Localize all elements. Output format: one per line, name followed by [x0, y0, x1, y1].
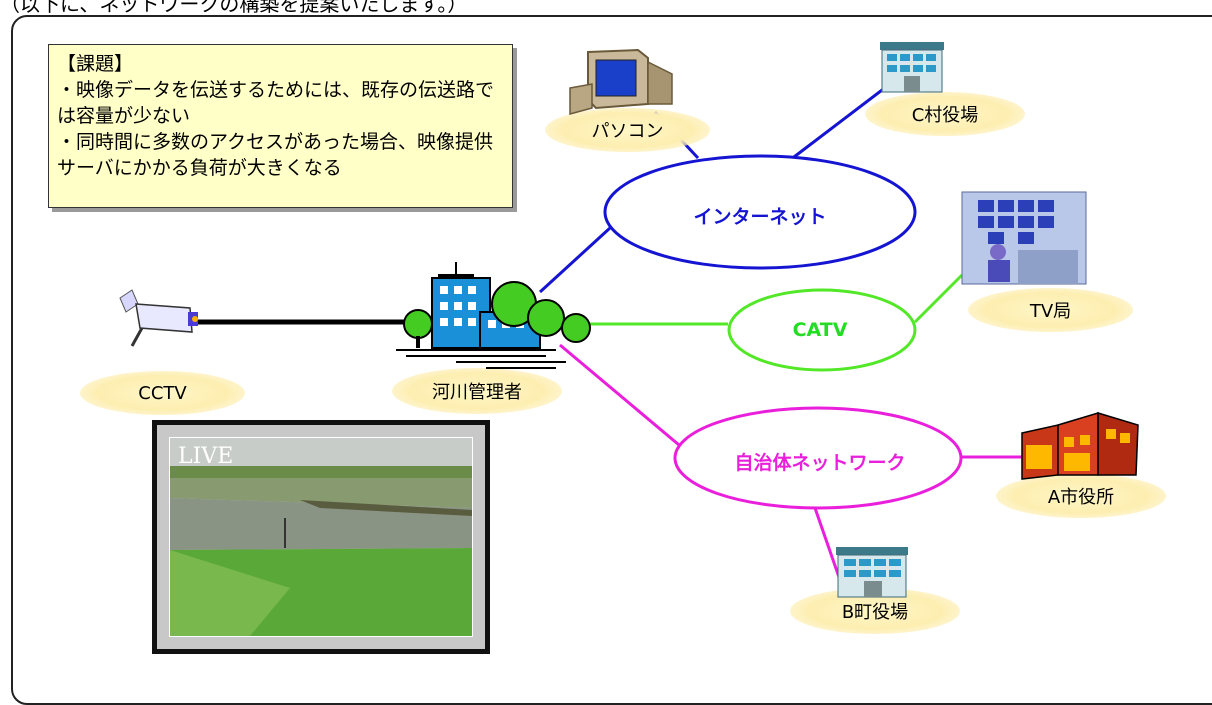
internet-label: インターネット: [693, 206, 827, 228]
internet-admin-link: [538, 226, 612, 294]
issue-line-1: ・映像データを伝送するためには、既存の伝送路では容量が少ない: [57, 79, 495, 127]
issue-line-2: ・同時間に多数のアクセスがあった場合、映像提供サーバにかかる負荷が大きくなる: [57, 131, 494, 179]
internet-cvillage-link: [789, 82, 891, 162]
internet-oval: [603, 154, 917, 270]
catv-label: CATV: [792, 319, 848, 341]
municipal-oval: [673, 406, 963, 510]
catv-tv-link: [913, 273, 964, 324]
municipal-admin-link: [559, 343, 686, 452]
b-town-building-icon: [836, 547, 908, 598]
pc-label: パソコン: [545, 108, 710, 152]
cctv-camera-icon: [119, 289, 198, 347]
tv-station-icon: [961, 191, 1087, 285]
c-village-label: C村役場: [865, 92, 1025, 136]
network-lines: [195, 82, 1025, 581]
river-scene: [170, 438, 472, 636]
municipal-btown-link: [813, 507, 842, 581]
top-caption: （以下に、ネットワークの構築を提案いたします。）: [0, 0, 468, 16]
river-admin-building-icon: [396, 262, 591, 369]
live-label: LIVE: [178, 444, 234, 469]
a-city-label: A市役所: [996, 474, 1166, 518]
river-live-image: LIVE: [169, 437, 473, 637]
computer-icon: [569, 48, 673, 115]
b-town-label: B町役場: [790, 588, 960, 634]
cctv-label: CCTV: [80, 371, 245, 415]
tv-label: TV局: [968, 288, 1133, 332]
catv-oval: [727, 288, 917, 372]
issue-box: 【課題】 ・映像データを伝送するためには、既存の伝送路では容量が少ない ・同時間…: [48, 44, 513, 208]
river-admin-label: 河川管理者: [392, 368, 562, 414]
live-video-frame: LIVE: [152, 420, 490, 654]
a-city-hall-icon: [1021, 411, 1139, 480]
c-village-building-icon: [880, 42, 944, 93]
issue-title: 【課題】: [57, 53, 134, 75]
municipal-label: 自治体ネットワーク: [734, 452, 906, 474]
